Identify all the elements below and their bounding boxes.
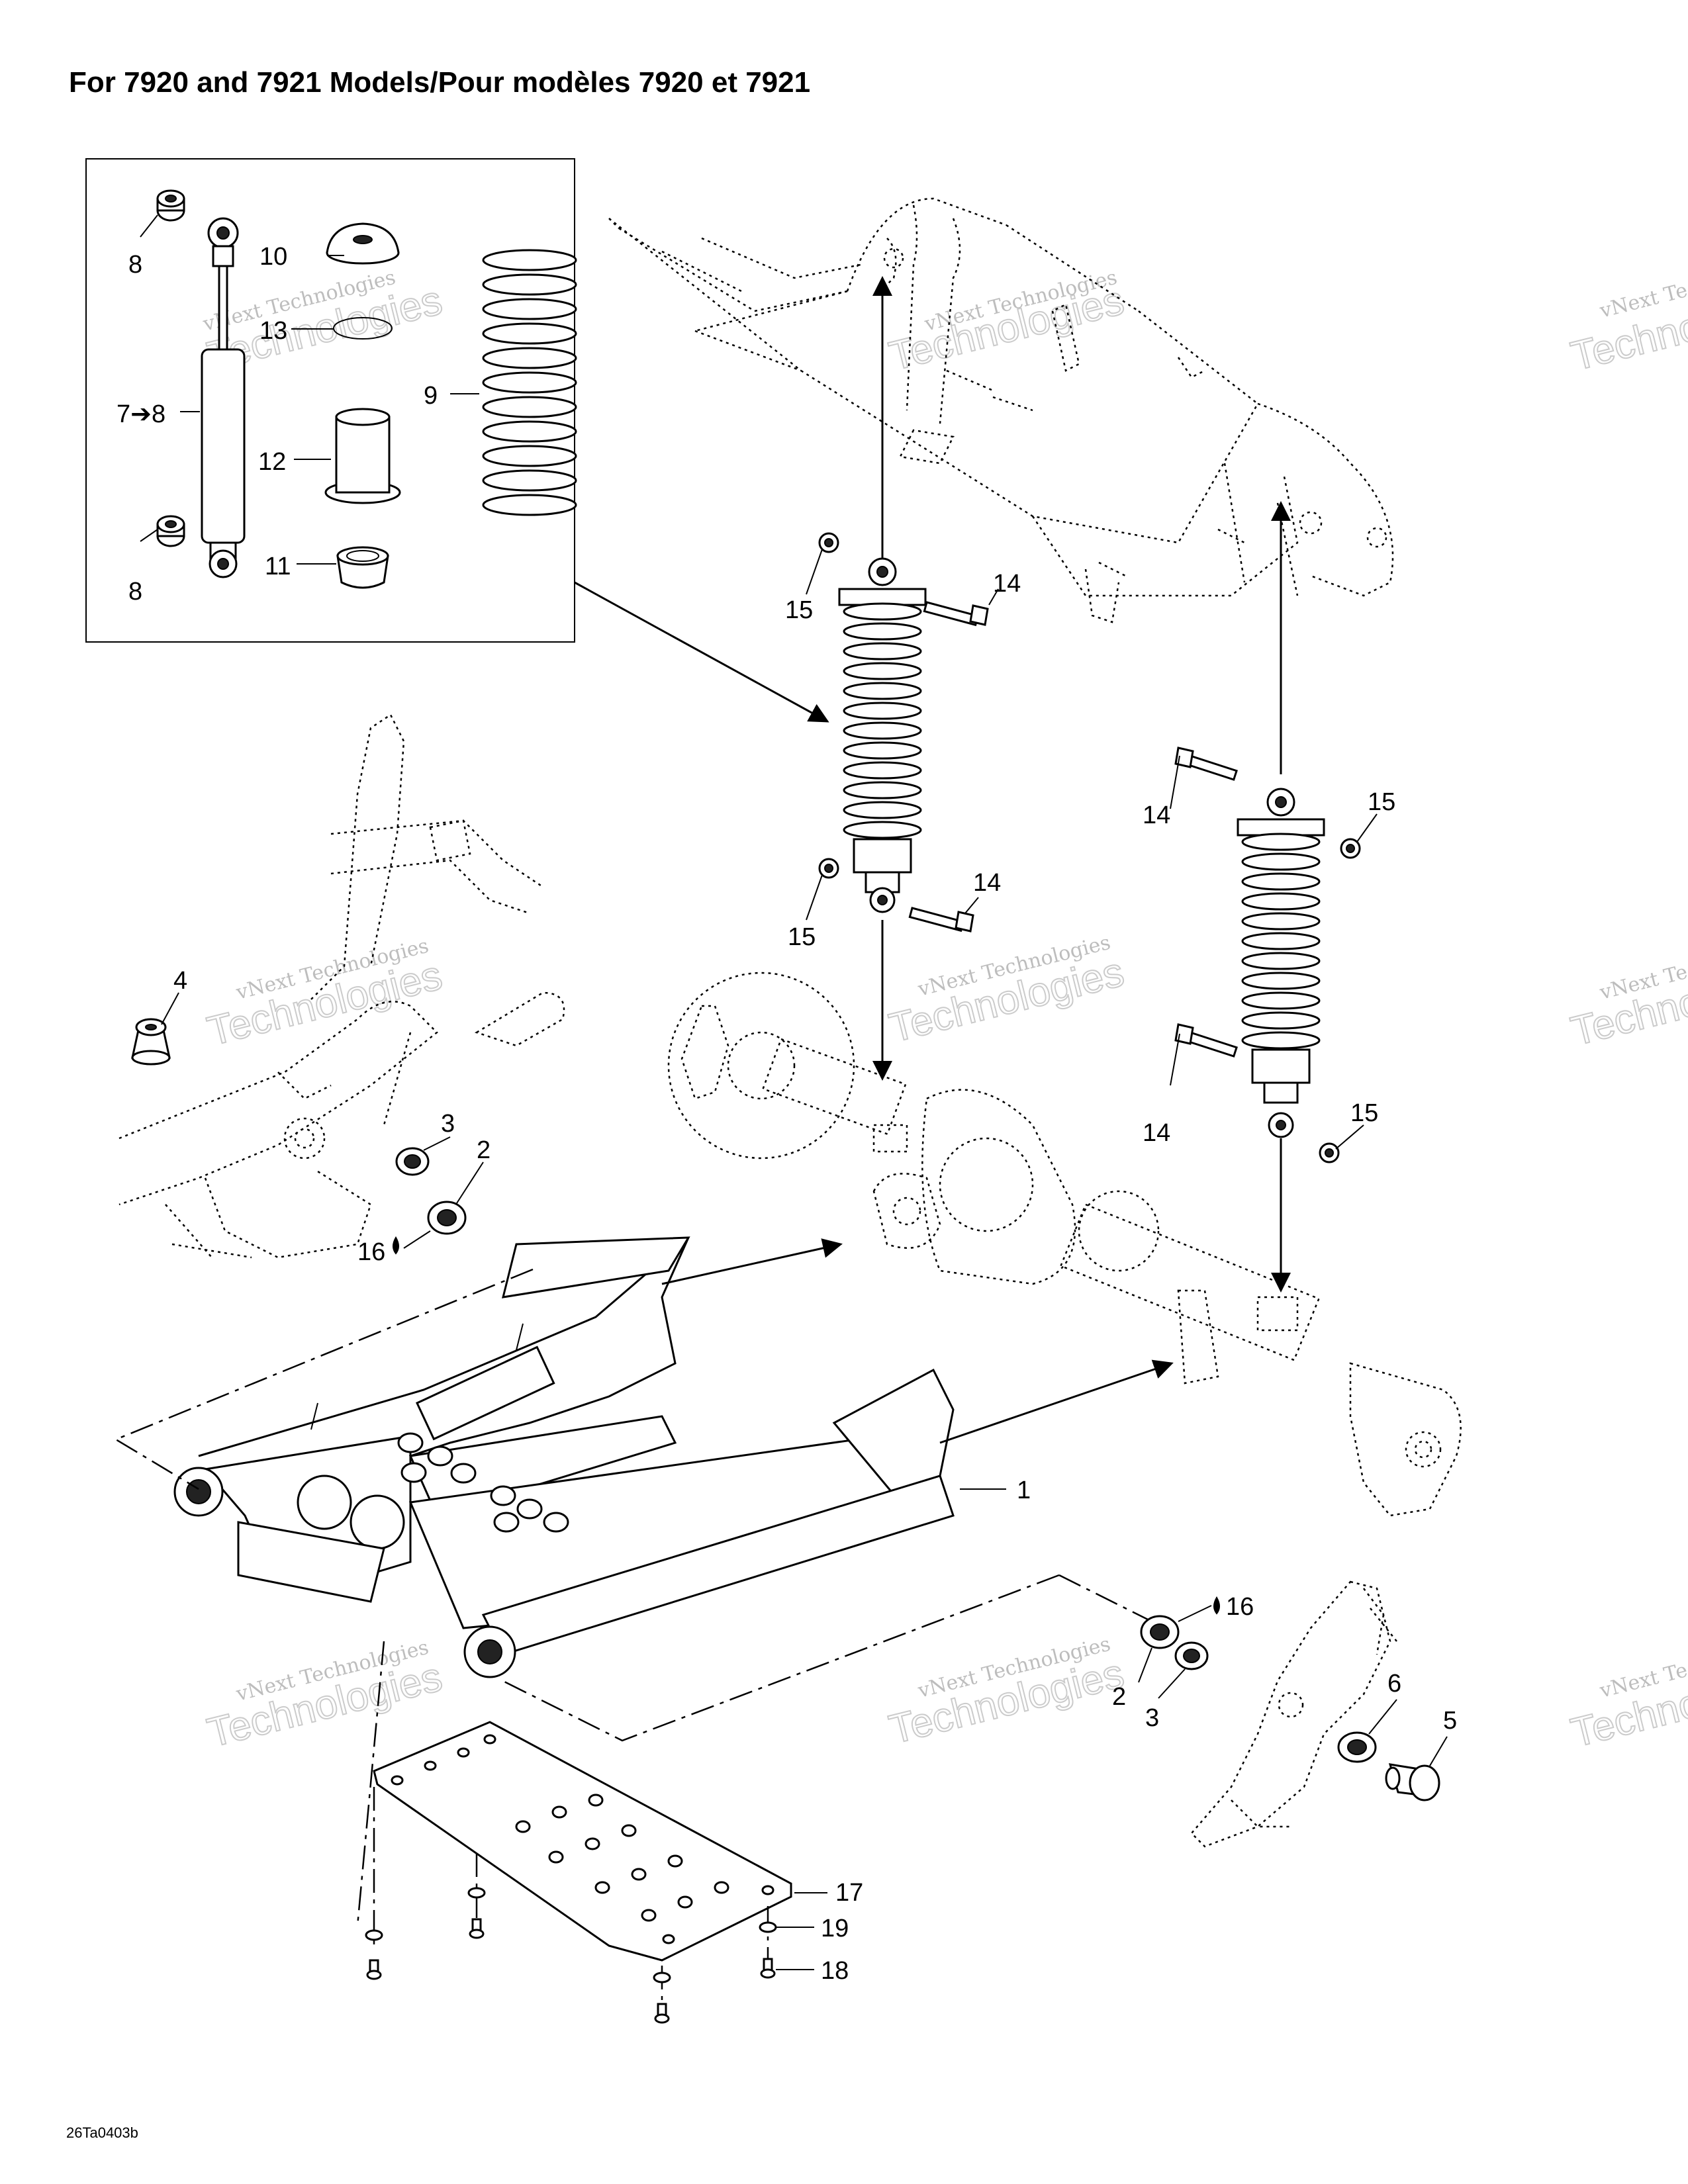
bearing-seal-part — [1174, 1641, 1209, 1670]
callout-17: 17 — [835, 1879, 863, 1907]
callout-3: 3 — [441, 1110, 455, 1138]
rear-axle-assembly — [667, 972, 1462, 1517]
inset-frame — [85, 158, 575, 643]
bolt-part — [1174, 1023, 1238, 1058]
callout-10: 10 — [259, 243, 287, 271]
nut-part — [1319, 1142, 1340, 1163]
callout-13: 13 — [259, 317, 287, 345]
diagram-code: 26Ta0403b — [66, 2124, 138, 2141]
bearing-seal-part — [395, 1147, 430, 1176]
grease-drop-icon — [1213, 1596, 1220, 1615]
callout-14: 14 — [1143, 1119, 1170, 1147]
vehicle-frame-right — [1190, 1580, 1397, 1848]
grease-drop-icon — [393, 1236, 399, 1255]
bolt-part — [908, 907, 974, 933]
shock-assembly-right — [1237, 788, 1325, 1138]
callout-leaders — [161, 549, 1448, 1970]
callout-2: 2 — [477, 1136, 491, 1164]
skid-plate-part — [373, 1721, 792, 1962]
screw-part — [469, 1918, 485, 1939]
coil-spring-part — [482, 249, 577, 516]
sleeve-part — [324, 408, 401, 504]
callout-14: 14 — [1143, 801, 1170, 829]
shock-assembly-left — [838, 557, 927, 913]
spring-cup-part — [326, 222, 400, 265]
callout-16: 16 — [1226, 1593, 1254, 1621]
callout-11: 11 — [265, 553, 291, 580]
screw-part — [366, 1959, 382, 1980]
callout-5: 5 — [1443, 1707, 1457, 1735]
callout-14: 14 — [993, 570, 1021, 598]
callout-1: 1 — [1017, 1477, 1031, 1504]
callout-8: 8 — [128, 578, 142, 606]
washer-part — [653, 1972, 671, 1983]
washer-part — [1337, 1731, 1377, 1763]
bearing-part — [1140, 1615, 1180, 1649]
callout-7-8: 7➔8 — [117, 400, 165, 428]
nut-part — [1340, 838, 1361, 859]
callout-labels: 8 10 13 9 7➔8 12 11 8 15 14 14 15 15 14 … — [117, 243, 1457, 1985]
bolt-part — [1174, 747, 1238, 781]
damper-part — [201, 217, 246, 578]
callout-6: 6 — [1387, 1670, 1401, 1698]
nut-part — [818, 532, 839, 553]
callout-15: 15 — [1368, 788, 1395, 816]
adjuster-nut-part — [336, 546, 389, 589]
callout-2: 2 — [1112, 1683, 1126, 1711]
bushing-part — [156, 515, 185, 547]
callout-16: 16 — [357, 1238, 385, 1266]
callout-19: 19 — [821, 1915, 849, 1942]
callout-3: 3 — [1145, 1704, 1159, 1732]
vehicle-frame-left — [118, 713, 565, 1259]
washer-part — [759, 1921, 777, 1933]
bolt-part — [923, 601, 989, 627]
page-title: For 7920 and 7921 Models/Pour modèles 79… — [69, 66, 811, 99]
washer-part — [467, 1887, 486, 1899]
callout-18: 18 — [821, 1957, 849, 1985]
screw-part — [760, 1958, 776, 1979]
shock-components-inset — [85, 158, 577, 643]
callout-15: 15 — [785, 596, 813, 624]
nut-part — [818, 858, 839, 879]
callout-14: 14 — [973, 869, 1001, 897]
callout-4: 4 — [173, 967, 187, 995]
callout-15: 15 — [1350, 1099, 1378, 1127]
washer-part — [365, 1929, 383, 1941]
pivot-bolt-part — [1385, 1763, 1440, 1801]
callout-15: 15 — [788, 923, 816, 951]
callout-8: 8 — [128, 251, 142, 279]
swing-arm-part — [173, 1236, 955, 1678]
callout-12: 12 — [258, 448, 286, 476]
bushing-part — [156, 189, 185, 222]
bushing-part — [131, 1018, 171, 1066]
bearing-part — [427, 1201, 467, 1235]
vehicle-frame-upper — [608, 197, 1394, 623]
callout-9: 9 — [424, 382, 438, 410]
screw-part — [654, 2003, 670, 2024]
